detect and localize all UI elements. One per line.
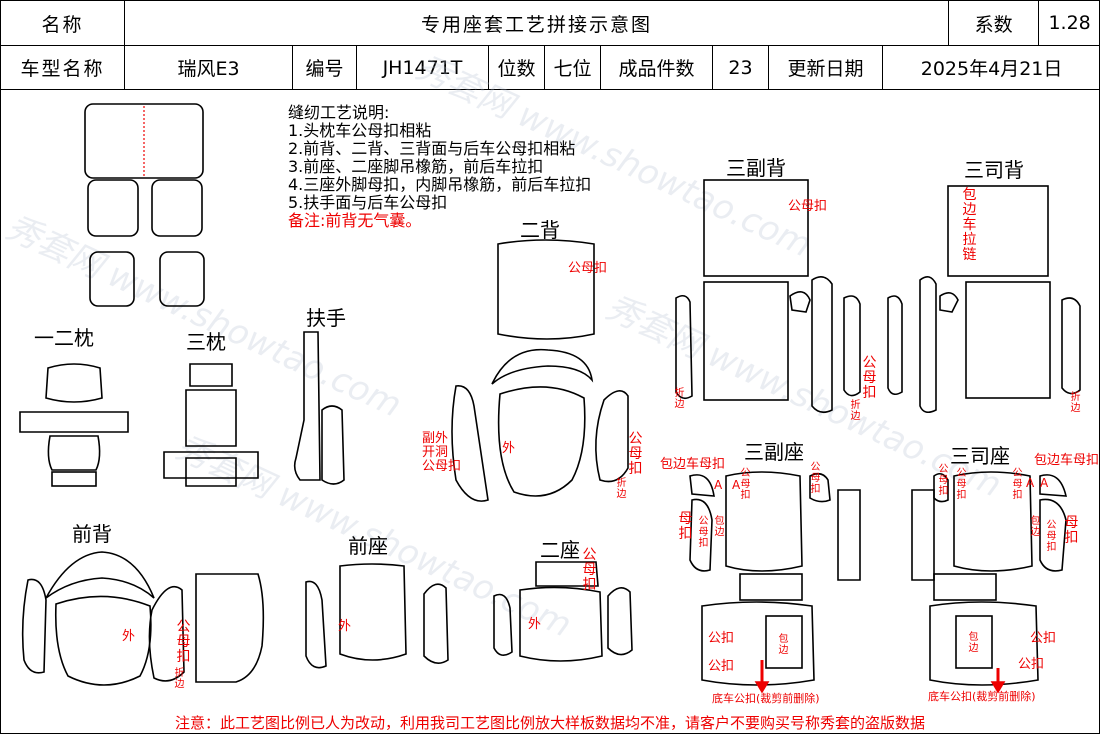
seat2-pieces: [493, 561, 633, 662]
mark-male-female: 公母扣: [422, 459, 462, 474]
mark-male-female: 公母扣: [956, 468, 967, 501]
notes-item: 5.扶手面与后车公母扣: [288, 193, 448, 212]
mark-fold: 折边: [616, 478, 627, 500]
mark-outer: 外: [122, 629, 136, 644]
header-table: 名称 专用座套工艺拼接示意图 系数 1.28 车型名称 瑞风E3 编号 JH14…: [0, 0, 1100, 90]
section-title-back3d: 三司背: [964, 158, 1024, 182]
coef-value: 1.28: [1038, 0, 1100, 46]
headrest12-pieces: [19, 363, 129, 487]
footer-warning: 注意：此工艺图比例已人为改动，利用我司工艺图比例放大样板数据均不准，请客户不要购…: [174, 714, 925, 732]
mark-wrap: 包边: [714, 516, 725, 538]
mark-male-female: 公母扣: [1012, 468, 1023, 501]
mark-wrap: 包边: [968, 632, 979, 654]
mark-a: A: [1026, 476, 1035, 490]
seat3d-pieces: [911, 471, 1068, 686]
notes-item: 4.三座外脚母扣，内脚吊橡筋，前后车拉扣: [288, 175, 592, 194]
back3p-pieces: [675, 179, 861, 414]
mark-male-female: 公母扣: [628, 431, 643, 477]
pieces-label: 成品件数: [600, 45, 713, 90]
mark-male: 公扣: [708, 631, 735, 646]
mark-fold: 折边: [850, 400, 861, 422]
armrest-pieces: [293, 331, 345, 485]
mark-male: 公扣: [1018, 657, 1045, 672]
mark-male: 公扣: [1030, 631, 1057, 646]
seats-label: 位数: [488, 45, 545, 90]
model-label: 车型名称: [0, 45, 125, 90]
section-title-front-back: 前背: [72, 522, 112, 546]
section-title-headrest3: 三枕: [186, 330, 226, 354]
mark-bottom-male: 底车公扣(裁剪前删除): [712, 692, 820, 705]
mark-male-female: 公母扣: [740, 468, 751, 501]
mark-fold: 折边: [174, 668, 185, 690]
mark-male: 公扣: [708, 659, 735, 674]
mark-outer: 外: [338, 619, 352, 634]
notes-item: 2.前背、二背、三背面与后车公母扣相粘: [288, 139, 576, 158]
mark-a: A: [732, 478, 741, 492]
mark-a: A: [714, 478, 723, 492]
date-label: 更新日期: [768, 45, 883, 90]
mark-male-female: 公母扣: [788, 199, 828, 214]
pieces-value: 23: [712, 45, 769, 90]
sewing-notes: 缝纫工艺说明: 1.头枕车公母扣相粘 2.前背、二背、三背面与后车公母扣相粘 3…: [288, 104, 591, 230]
section-title-seat2: 二座: [540, 538, 580, 562]
section-title-back3p: 三副背: [726, 156, 786, 180]
section-title-back2: 二背: [520, 218, 560, 242]
page-title: 专用座套工艺拼接示意图: [123, 0, 950, 46]
seats-value: 七位: [544, 45, 601, 90]
notes-item: 3.前座、二座脚吊橡筋，前后车拉扣: [288, 157, 544, 176]
down-arrow-icon: [754, 660, 770, 694]
mark-male-female: 公母扣: [862, 355, 877, 401]
seat3p-pieces: [689, 471, 861, 686]
notes-remark: 备注:前背无气囊。: [288, 211, 422, 230]
seat-thumbnail: [84, 103, 205, 307]
mark-male-female: 公母扣: [176, 619, 191, 665]
mark-outer: 外: [502, 441, 516, 456]
front-back-pieces: [21, 551, 265, 686]
section-title-armrest: 扶手: [306, 306, 346, 330]
mark-wrap: 包边: [1030, 516, 1041, 538]
section-title-front-seat: 前座: [348, 534, 388, 558]
mark-female: 母扣: [1064, 515, 1079, 546]
section-title-seat3d: 三司座: [950, 444, 1010, 468]
mark-male-female: 公母扣: [810, 462, 821, 495]
date-value: 2025年4月21日: [881, 45, 1100, 90]
mark-male-female: 公母扣: [938, 464, 949, 497]
front-seat-pieces: [305, 563, 449, 669]
mark-a: A: [1040, 476, 1049, 490]
section-title-headrest12: 一二枕: [34, 326, 94, 350]
mark-fold: 折边: [674, 388, 685, 410]
model-value: 瑞风E3: [124, 45, 293, 90]
mark-wrap-zip: 包边车拉链: [962, 187, 977, 263]
mark-side-hole: 副外开洞: [422, 431, 449, 460]
mark-fold: 折边: [1070, 392, 1081, 414]
mark-male-female: 公母扣: [568, 261, 608, 276]
code-value: JH1471T: [356, 45, 489, 90]
mark-male-female: 公母扣: [1046, 520, 1057, 553]
mark-wrap-female: 包边车母扣: [660, 457, 726, 472]
mark-female: 母扣: [678, 511, 693, 542]
mark-wrap: 包边: [778, 634, 789, 656]
mark-outer: 外: [528, 617, 542, 632]
back2-pieces: [451, 239, 629, 502]
mark-wrap-female: 包边车母扣: [1034, 453, 1100, 468]
section-title-seat3p: 三副座: [744, 440, 804, 464]
mark-male-female: 公母扣: [698, 516, 709, 549]
mark-bottom-male: 底车公扣(裁剪前删除): [928, 690, 1036, 703]
notes-heading: 缝纫工艺说明:: [288, 103, 390, 122]
headrest3-pieces: [163, 363, 259, 487]
notes-item: 1.头枕车公母扣相粘: [288, 121, 432, 140]
down-arrow-icon: [990, 668, 1006, 694]
back3d-pieces: [887, 185, 1081, 414]
mark-male-female: 公母扣: [582, 547, 597, 593]
